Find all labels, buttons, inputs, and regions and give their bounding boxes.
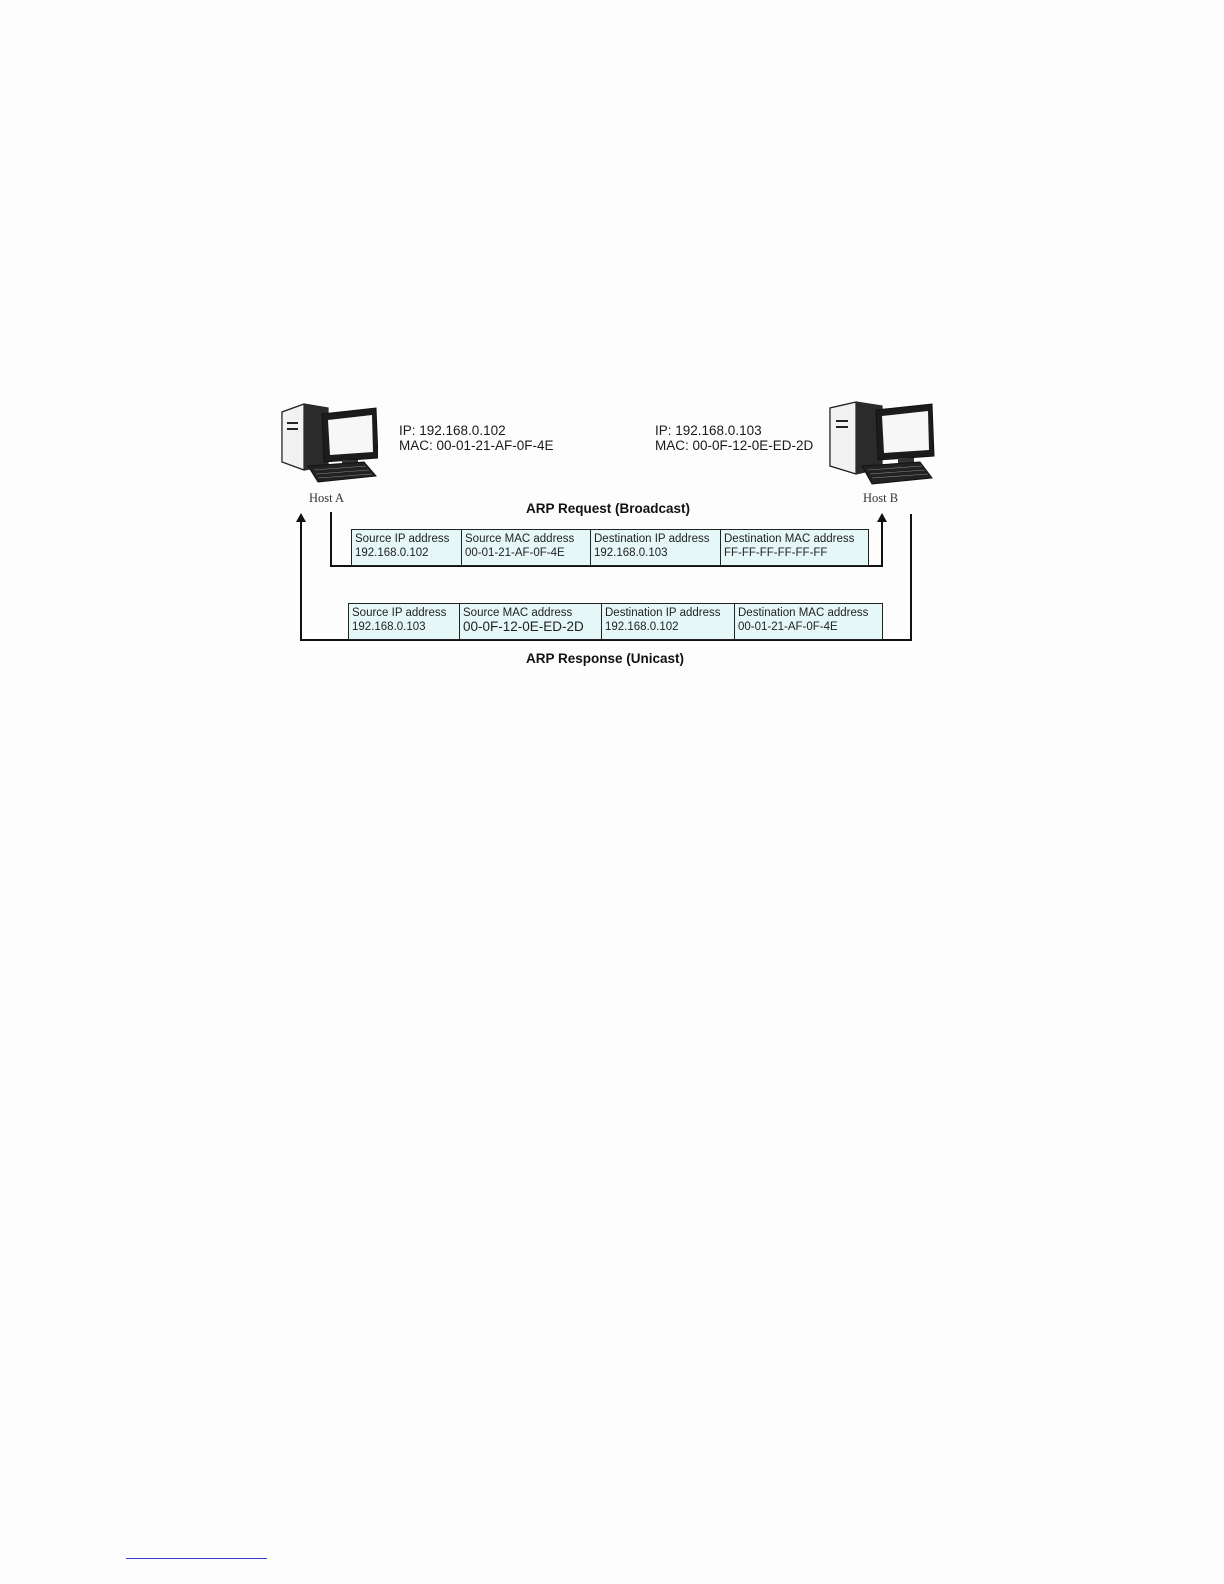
response-field-source-mac: Source MAC address 00-0F-12-0E-ED-2D [460, 604, 602, 639]
field-value: FF-FF-FF-FF-FF-FF [724, 547, 828, 559]
request-field-source-ip: Source IP address 192.168.0.102 [352, 530, 462, 565]
footnote-separator [126, 1558, 267, 1559]
host-b-label: Host B [863, 491, 899, 505]
response-field-source-ip: Source IP address 192.168.0.103 [349, 604, 460, 639]
arp-request-packet: Source IP address 192.168.0.102 Source M… [351, 529, 869, 566]
field-label: Destination MAC address [724, 533, 855, 545]
request-field-destination-ip: Destination IP address 192.168.0.103 [591, 530, 721, 565]
request-path-line [330, 512, 883, 567]
field-label: Source MAC address [465, 533, 575, 545]
host-a-label: Host A [309, 491, 345, 505]
request-field-destination-mac: Destination MAC address FF-FF-FF-FF-FF-F… [721, 530, 867, 565]
field-value: 192.168.0.102 [355, 547, 429, 559]
field-value: 00-0F-12-0E-ED-2D [463, 619, 584, 634]
field-label: Destination MAC address [738, 607, 869, 619]
field-label: Source MAC address [463, 607, 573, 619]
field-value: 00-01-21-AF-0F-4E [465, 547, 565, 559]
field-value: 192.168.0.103 [594, 547, 668, 559]
arp-response-title: ARP Response (Unicast) [526, 651, 685, 666]
host-a-computer-icon [281, 403, 378, 483]
field-label: Destination IP address [605, 607, 721, 619]
host-b-computer-icon [829, 401, 935, 485]
response-field-destination-mac: Destination MAC address 00-01-21-AF-0F-4… [735, 604, 881, 639]
response-field-destination-ip: Destination IP address 192.168.0.102 [602, 604, 735, 639]
host-b-ip: IP: 192.168.0.103 [655, 423, 762, 438]
host-a-address-block: IP: 192.168.0.102 MAC: 00-01-21-AF-0F-4E [399, 423, 554, 453]
host-b-address-block: IP: 192.168.0.103 MAC: 00-0F-12-0E-ED-2D [655, 423, 813, 453]
host-a-ip: IP: 192.168.0.102 [399, 423, 506, 438]
field-value: 192.168.0.102 [605, 621, 679, 633]
field-label: Source IP address [355, 533, 450, 545]
host-b-mac: MAC: 00-0F-12-0E-ED-2D [655, 438, 814, 453]
response-path-line [300, 514, 912, 641]
request-arrow-icon [877, 513, 887, 522]
field-value: 00-01-21-AF-0F-4E [738, 621, 838, 633]
arp-request-title: ARP Request (Broadcast) [526, 501, 691, 516]
field-label: Source IP address [352, 607, 447, 619]
host-a-mac: MAC: 00-01-21-AF-0F-4E [399, 438, 554, 453]
request-field-source-mac: Source MAC address 00-01-21-AF-0F-4E [462, 530, 591, 565]
response-arrow-icon [296, 513, 306, 522]
field-value: 192.168.0.103 [352, 621, 426, 633]
field-label: Destination IP address [594, 533, 710, 545]
arp-response-packet: Source IP address 192.168.0.103 Source M… [348, 603, 883, 640]
